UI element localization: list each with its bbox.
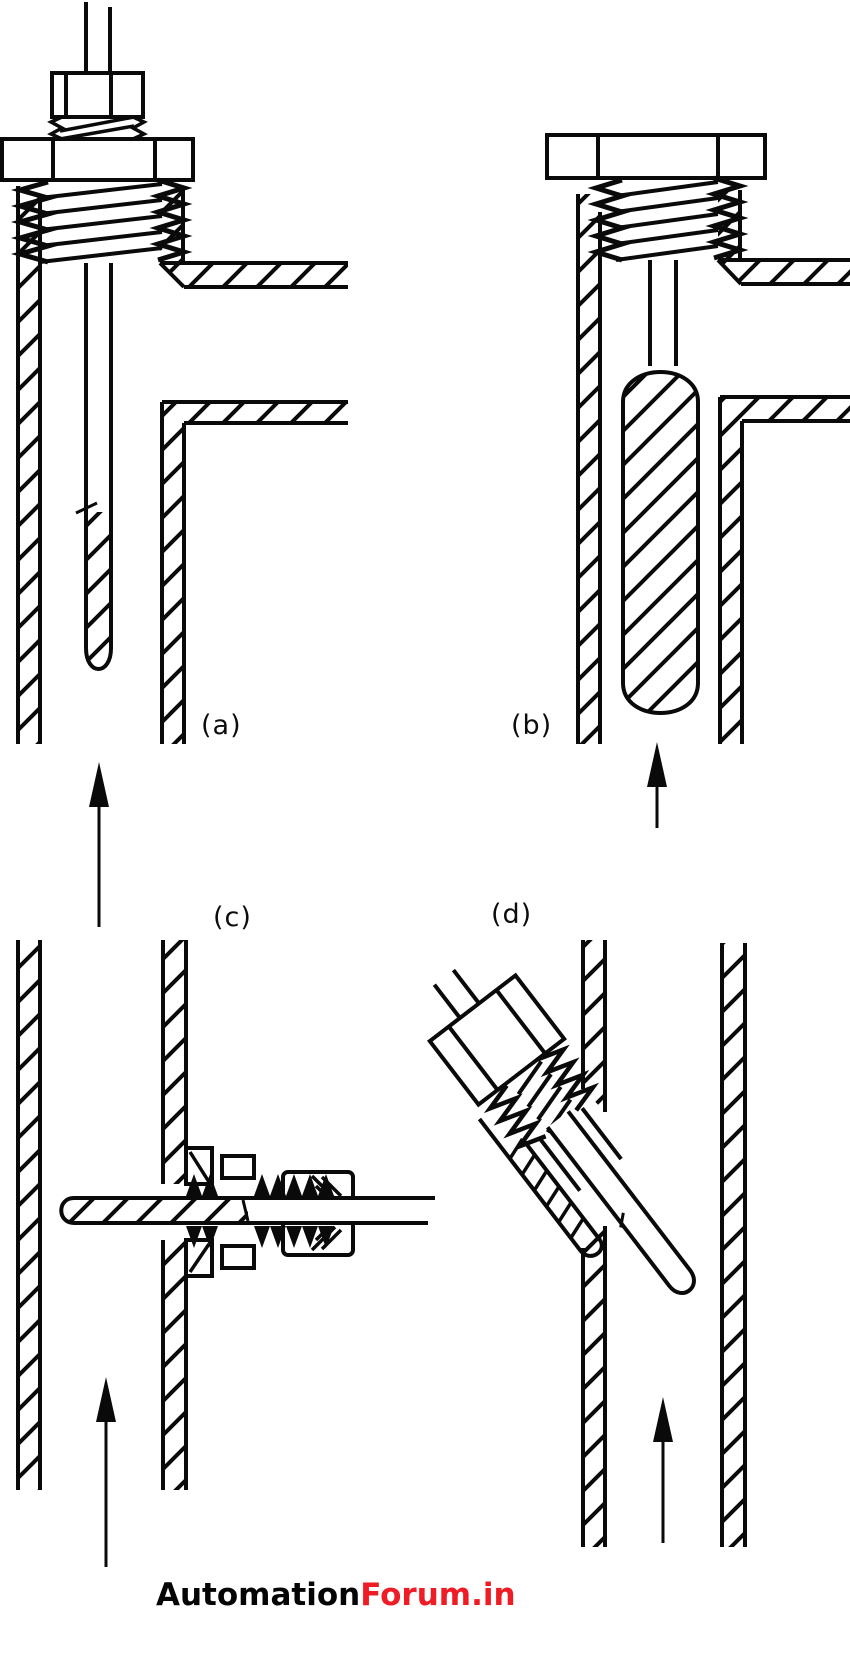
wall-bore-channel: [539, 1107, 623, 1192]
fitting-body-steps: [220, 1154, 256, 1270]
thread-section: [10, 177, 193, 265]
flow-arrow-up-icon: [647, 742, 667, 828]
sensor-stem: [84, 2, 112, 73]
flow-arrow-up-icon: [653, 1397, 673, 1543]
pipe-wall-left: [576, 194, 602, 744]
pipe-wall-right: [720, 943, 747, 1547]
angled-probe-tube: [545, 1110, 696, 1295]
flow-arrow-up-icon: [96, 1377, 116, 1567]
panel-b-drawing: [545, 133, 850, 828]
site-branding: AutomationForum.in: [156, 1577, 516, 1613]
branding-prefix: Automation: [156, 1577, 361, 1613]
panel-label-b: (b): [511, 710, 553, 741]
panel-label-c: (c): [213, 902, 252, 933]
pipe-wall-left-lower: [581, 1226, 607, 1547]
hex-head: [427, 972, 567, 1108]
panel-d-drawing: [427, 940, 747, 1547]
panel-c-drawing: [16, 940, 435, 1567]
bulb-stem: [648, 260, 678, 366]
pipe-wall-right-lower: [161, 1240, 188, 1490]
thermometer-pocket-tube: [75, 263, 113, 671]
gland-nut: [47, 71, 148, 141]
branch-wall-upper: [716, 258, 850, 286]
weld-boss-blocks: [184, 1146, 214, 1278]
flow-arrow-up-icon: [89, 762, 109, 927]
panel-label-a: (a): [201, 710, 242, 741]
branch-wall-lower: [718, 395, 850, 744]
branch-wall-upper: [158, 261, 348, 289]
pipe-wall-left: [16, 940, 42, 1490]
horizontal-probe: [59, 1196, 435, 1225]
hex-bushing: [0, 137, 195, 182]
hex-head: [545, 133, 767, 180]
panel-a-drawing: [0, 2, 348, 927]
thread-section: [483, 1044, 600, 1152]
angled-nozzle-wall: [477, 1117, 604, 1258]
sensing-bulb: [621, 370, 700, 715]
panel-label-d: (d): [491, 899, 533, 930]
pipe-wall-right-upper: [161, 940, 188, 1184]
lead-wires: [432, 968, 481, 1020]
branding-suffix: Forum.in: [360, 1577, 516, 1613]
pipe-wall-left-upper: [581, 940, 607, 1112]
fitting-threads: [186, 1174, 334, 1248]
branch-wall-lower: [160, 400, 348, 744]
pipe-wall-left: [16, 186, 42, 744]
angled-probe-assembly: [427, 968, 696, 1295]
thread-section: [587, 175, 749, 263]
